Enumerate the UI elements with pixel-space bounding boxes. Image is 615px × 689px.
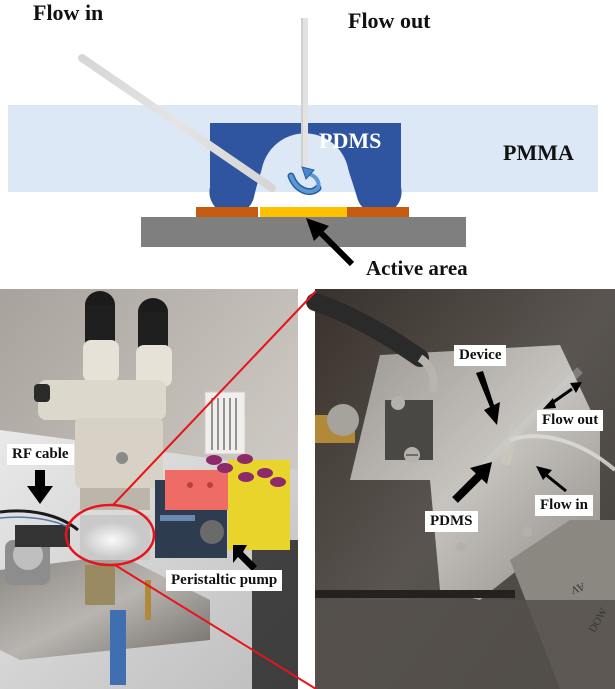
label-device: Device	[454, 345, 507, 366]
outlet-tube-shade	[301, 18, 303, 166]
label-flow-out: Flow out	[348, 8, 431, 33]
engraving-av: AV	[569, 580, 587, 596]
schematic: Flow in Flow out PDMS PMMA Active area	[8, 0, 598, 280]
tubing	[509, 434, 615, 472]
label-flow-in: Flow in	[33, 0, 103, 25]
photo-setup	[0, 289, 298, 689]
microscope	[34, 291, 172, 510]
zoom-connector-top	[112, 290, 317, 506]
label-pmma: PMMA	[503, 140, 574, 165]
label-rf-cable: RF cable	[7, 444, 74, 465]
label-flow-in-photo: Flow in	[535, 495, 593, 516]
device-post	[499, 424, 521, 466]
label-peristaltic-pump: Peristaltic pump	[166, 570, 283, 591]
arrow-down-icon	[476, 371, 500, 425]
inlet-tube-edge	[78, 54, 276, 192]
highlight-ellipse	[64, 503, 156, 567]
arrow-up-left-icon	[536, 466, 567, 493]
arrow-up-left-icon	[233, 545, 257, 571]
zoom-connector-bottom	[114, 564, 317, 689]
label-flow-out-photo: Flow out	[537, 410, 604, 431]
photo-closeup: AV DOW	[306, 289, 615, 689]
electrode-right	[347, 207, 409, 217]
arrow-up-left-icon	[306, 218, 355, 267]
electrode-left	[196, 207, 258, 217]
arrow-up-right-icon	[543, 382, 582, 409]
substrate	[141, 217, 466, 247]
peristaltic-pump	[155, 470, 229, 558]
coax-cable	[306, 293, 429, 367]
label-active-area: Active area	[366, 256, 468, 280]
arrow-up-right-icon	[452, 462, 492, 503]
active-area-strip	[260, 207, 347, 217]
arrow-down-icon	[27, 470, 53, 504]
label-pdms: PDMS	[319, 128, 381, 153]
label-pdms-photo: PDMS	[425, 511, 478, 532]
curved-arrow-icon	[287, 166, 322, 195]
pdms-block	[209, 123, 402, 215]
rf-cable	[0, 509, 79, 532]
outlet-tube	[301, 18, 308, 166]
reagent-vials	[206, 454, 290, 550]
